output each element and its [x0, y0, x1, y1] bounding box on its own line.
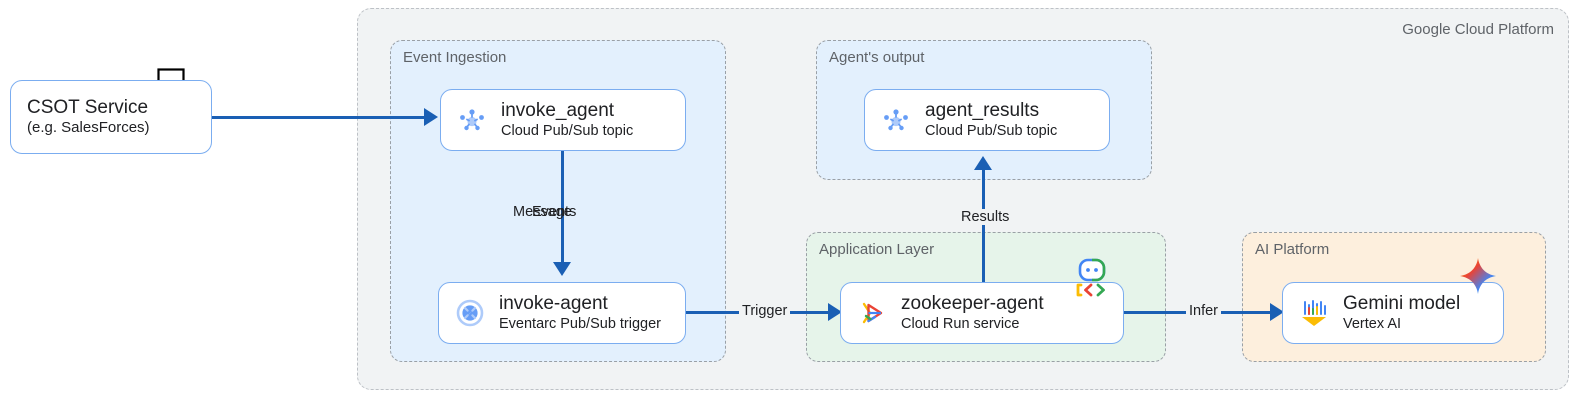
- edge-label-trigger: Trigger: [739, 303, 791, 319]
- edge-csot-to-invoke-topic: [212, 116, 428, 119]
- eventarc-icon: [456, 299, 484, 327]
- arrowhead-zookeeper-to-gemini: [1270, 303, 1284, 321]
- edge-label-results: Results: [958, 209, 1013, 225]
- node-subtitle-invoke-agent-trigger: Eventarc Pub/Sub trigger: [499, 315, 662, 332]
- edge-topic-to-trigger: [561, 151, 564, 269]
- arrowhead-trigger-to-zookeeper: [828, 303, 842, 321]
- node-gemini-model[interactable]: Gemini model Vertex AI: [1282, 282, 1504, 344]
- adk-logo-icon: [1076, 258, 1106, 297]
- edge-label-message: Message: [513, 204, 572, 220]
- vertex-ai-icon: [1302, 300, 1326, 326]
- arrowhead-csot-to-invoke-topic: [424, 108, 438, 126]
- node-title-csot: CSOT Service: [27, 96, 149, 118]
- node-title-agent-results: agent_results: [925, 100, 1040, 122]
- edge-label-infer: Infer: [1186, 303, 1222, 319]
- pubsub-icon: [460, 109, 484, 131]
- zone-label-application-layer: Application Layer: [819, 241, 935, 258]
- pubsub-icon: [884, 109, 908, 131]
- node-subtitle-zookeeper-agent: Cloud Run service: [901, 315, 1020, 332]
- cloud-run-icon: [862, 302, 883, 324]
- arrowhead-zookeeper-to-agent-results: [974, 156, 992, 170]
- node-csot-service[interactable]: CSOT Service (e.g. SalesForces): [10, 80, 212, 154]
- gemini-sparkle-icon: [1460, 258, 1496, 294]
- zone-label-ai-platform: AI Platform: [1255, 241, 1330, 258]
- node-invoke-agent-topic[interactable]: invoke_agent Cloud Pub/Sub topic: [440, 89, 686, 151]
- node-subtitle-agent-results: Cloud Pub/Sub topic: [925, 122, 1058, 139]
- zone-label-gcp: Google Cloud Platform: [1402, 21, 1554, 38]
- node-title-invoke-agent-topic: invoke_agent: [501, 100, 615, 122]
- node-subtitle-gemini-model: Vertex AI: [1343, 315, 1402, 332]
- node-title-invoke-agent-trigger: invoke-agent: [499, 293, 608, 315]
- arrowhead-topic-to-trigger: [553, 262, 571, 276]
- zone-label-agents-output: Agent's output: [829, 49, 925, 66]
- node-title-zookeeper-agent: zookeeper-agent: [901, 293, 1044, 315]
- node-invoke-agent-trigger[interactable]: invoke-agent Eventarc Pub/Sub trigger: [438, 282, 686, 344]
- zone-label-event-ingestion: Event Ingestion: [403, 49, 507, 66]
- edge-label-events: Events: [532, 204, 577, 220]
- node-subtitle-invoke-agent-topic: Cloud Pub/Sub topic: [501, 122, 634, 139]
- node-agent-results-topic[interactable]: agent_results Cloud Pub/Sub topic: [864, 89, 1110, 151]
- node-subtitle-csot: (e.g. SalesForces): [27, 119, 150, 137]
- node-title-gemini-model: Gemini model: [1343, 293, 1461, 315]
